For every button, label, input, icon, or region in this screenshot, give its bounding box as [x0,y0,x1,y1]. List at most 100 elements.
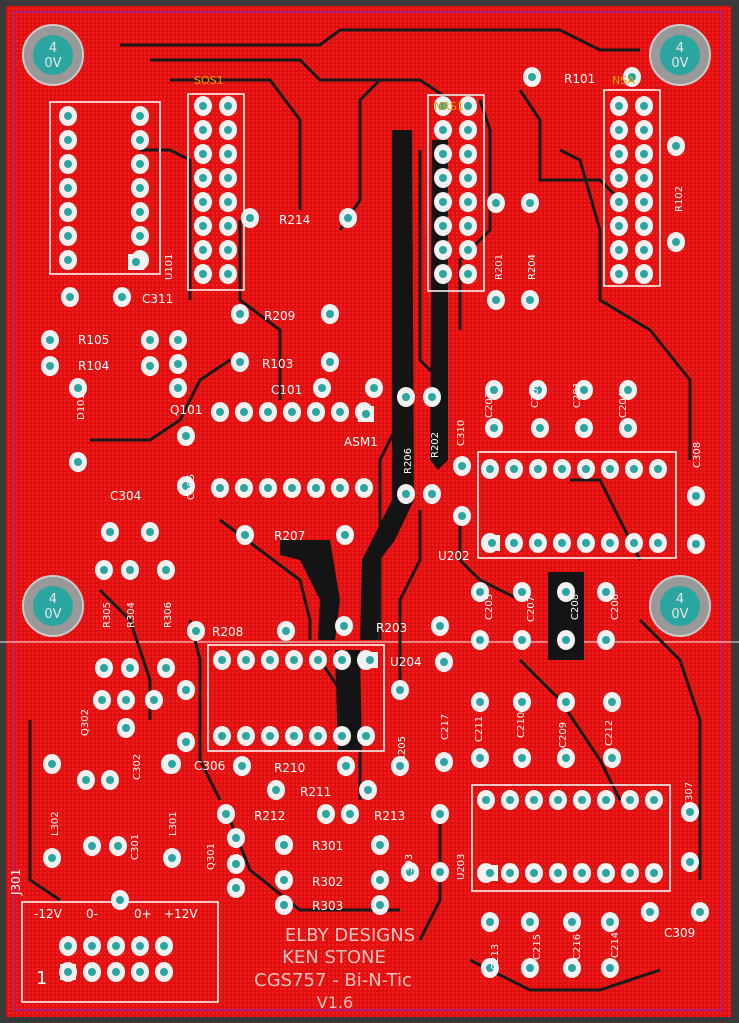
drill-hole [264,484,272,492]
drill-hole [280,876,288,884]
drill-hole [436,810,444,818]
component-label: C205 [484,594,495,620]
drill-hole [88,842,96,850]
drill-hole [396,686,404,694]
drill-hole [236,358,244,366]
drill-hole [672,142,680,150]
drill-hole [238,762,246,770]
component-label: R207 [274,529,305,543]
drill-hole [402,393,410,401]
drill-hole [582,539,590,547]
j301-label: J301 [9,869,23,896]
drill-hole [428,490,436,498]
drill-hole [240,484,248,492]
drill-hole [578,869,586,877]
component-label: C212 [604,720,615,746]
drill-hole [326,310,334,318]
drill-hole [322,810,330,818]
drill-hole [692,492,700,500]
drill-hole [118,293,126,301]
title-line-1: ELBY DESIGNS [285,925,415,946]
drill-hole [606,539,614,547]
drill-hole [346,810,354,818]
drill-hole [182,432,190,440]
drill-hole [64,942,72,950]
drill-hole [199,198,207,206]
component-label: R304 [126,602,137,628]
drill-hole [490,424,498,432]
drill-hole [174,384,182,392]
drill-hole [290,656,298,664]
drill-hole [64,184,72,192]
component-label: R203 [376,621,407,635]
drill-hole [476,698,484,706]
drill-hole [224,174,232,182]
drill-hole [64,232,72,240]
drill-hole [606,918,614,926]
drill-hole [518,698,526,706]
drill-hole [476,636,484,644]
drill-hole [146,528,154,536]
pin1-label: 1 [36,968,47,989]
component-label: C307 [684,782,695,808]
mount-hole-label-bottom: 0V [671,56,688,71]
drill-hole [580,424,588,432]
drill-hole [534,386,542,394]
drill-hole [74,384,82,392]
drill-hole [640,270,648,278]
component-label: C217 [440,714,451,740]
drill-hole [199,126,207,134]
component-label: R202 [430,432,441,458]
drill-hole [615,222,623,230]
drill-hole [628,73,636,81]
component-label: C211 [474,716,485,742]
drill-hole [615,126,623,134]
drill-hole [182,686,190,694]
power-label-0pos: 0+ [134,907,152,921]
drill-hole [366,656,374,664]
component-label: L301 [168,811,179,836]
drill-hole [132,258,140,266]
mount-hole-label-bottom: 0V [44,56,61,71]
component-label: R210 [274,761,305,775]
drill-hole [490,386,498,394]
drill-hole [199,102,207,110]
drill-hole [626,796,634,804]
drill-hole [64,136,72,144]
drill-hole [568,964,576,972]
drill-hole [562,754,570,762]
drill-hole [554,796,562,804]
drill-hole [362,410,370,418]
component-label: C209 [558,722,569,748]
mount-hole-label-top: 4 [676,41,684,56]
component-label: R306 [163,602,174,628]
drill-hole [82,776,90,784]
drill-hole [162,664,170,672]
drill-hole [458,512,466,520]
component-label: C208 [570,594,581,620]
drill-hole [224,270,232,278]
drill-hole [518,588,526,596]
mount-hole-label-top: 4 [49,41,57,56]
drill-hole [608,754,616,762]
drill-hole [654,539,662,547]
drill-hole [199,270,207,278]
drill-hole [280,841,288,849]
drill-hole [606,964,614,972]
drill-hole [686,858,694,866]
mount-hole: 4 0V [649,575,711,637]
component-label: Q101 [170,403,202,417]
drill-hole [562,588,570,596]
drill-hole [528,73,536,81]
drill-hole [364,786,372,794]
drill-hole [439,126,447,134]
component-label: C302 [132,754,143,780]
drill-hole [558,465,566,473]
drill-hole [242,656,250,664]
drill-hole [174,336,182,344]
mount-hole-label-bottom: 0V [671,607,688,622]
drill-hole [464,270,472,278]
component-label: C214 [610,932,621,958]
drill-hole [534,465,542,473]
component-label: U202 [438,549,470,563]
